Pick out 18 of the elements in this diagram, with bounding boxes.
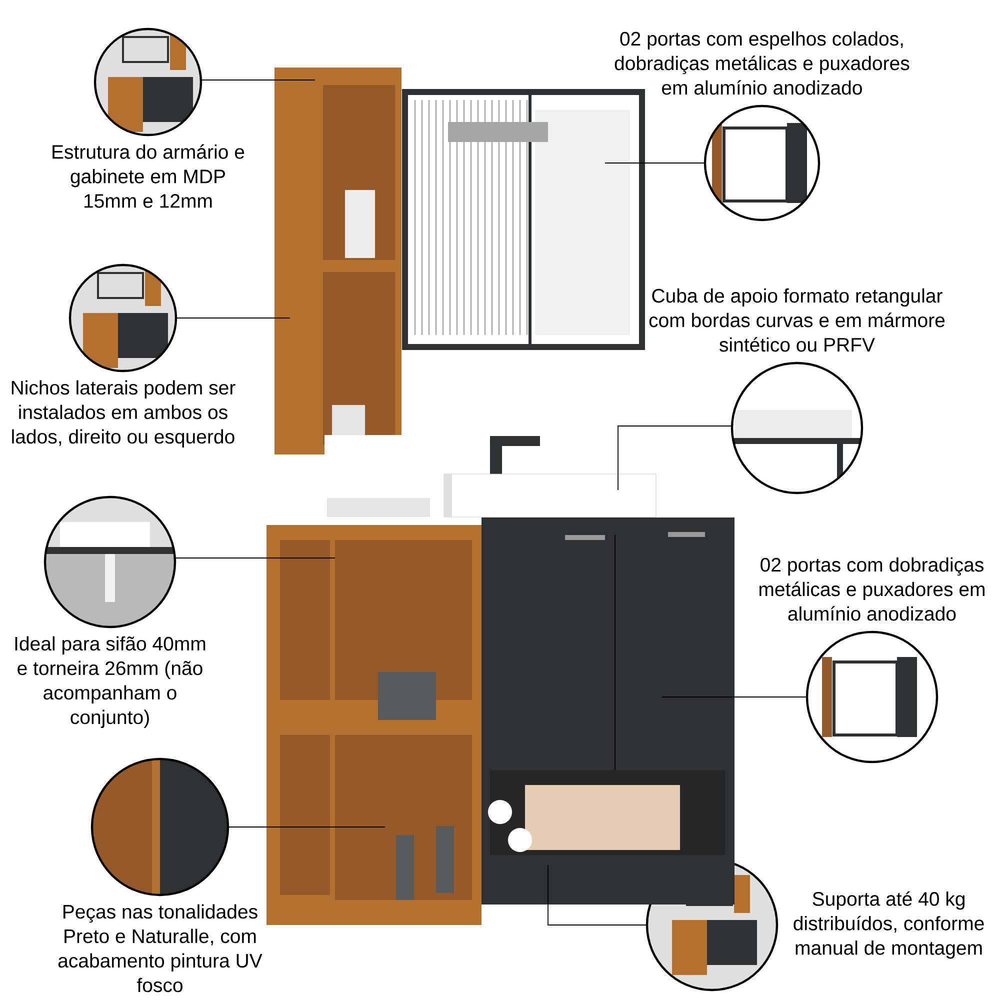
- node-label: Cuba de apoio formato retangular com bordas curvas e em mármore sintético ou PRFV: [649, 288, 945, 352]
- furniture-drawing: [402, 88, 645, 350]
- leader-line: [604, 162, 706, 164]
- leader-line: [548, 864, 648, 926]
- furniture-drawing: [266, 525, 482, 925]
- node-label: Suporta até 40 kg distribuídos, conforme manual de montagem: [794, 891, 984, 959]
- leader-line: [618, 426, 732, 490]
- node-label: 02 portas com dobradiças metálicas e puxadores em alumínio anodizado: [760, 557, 984, 621]
- node-label: Nichos laterais podem ser instalados em ambos os lados, direito ou esquerdo: [12, 380, 236, 448]
- node-label: 02 portas com espelhos colados, dobradiças metálicas e puxadores em alumínio anodizado: [614, 31, 910, 95]
- furniture-drawing: [482, 518, 735, 904]
- furniture-drawing: [324, 435, 656, 518]
- node-label: Estrutura do armário e gabinete em MDP 15mm e 12mm: [52, 144, 244, 208]
- leader-line: [662, 696, 808, 698]
- furniture-drawing: [274, 68, 402, 454]
- node-label: Ideal para sifão 40mm e torneira 26mm (não acompanham o conjunto): [15, 636, 206, 728]
- node-label: Peças nas tonalidades Preto e Naturalle, com acabamento pintura UV fosco: [58, 904, 262, 992]
- leader-line: [228, 826, 386, 828]
